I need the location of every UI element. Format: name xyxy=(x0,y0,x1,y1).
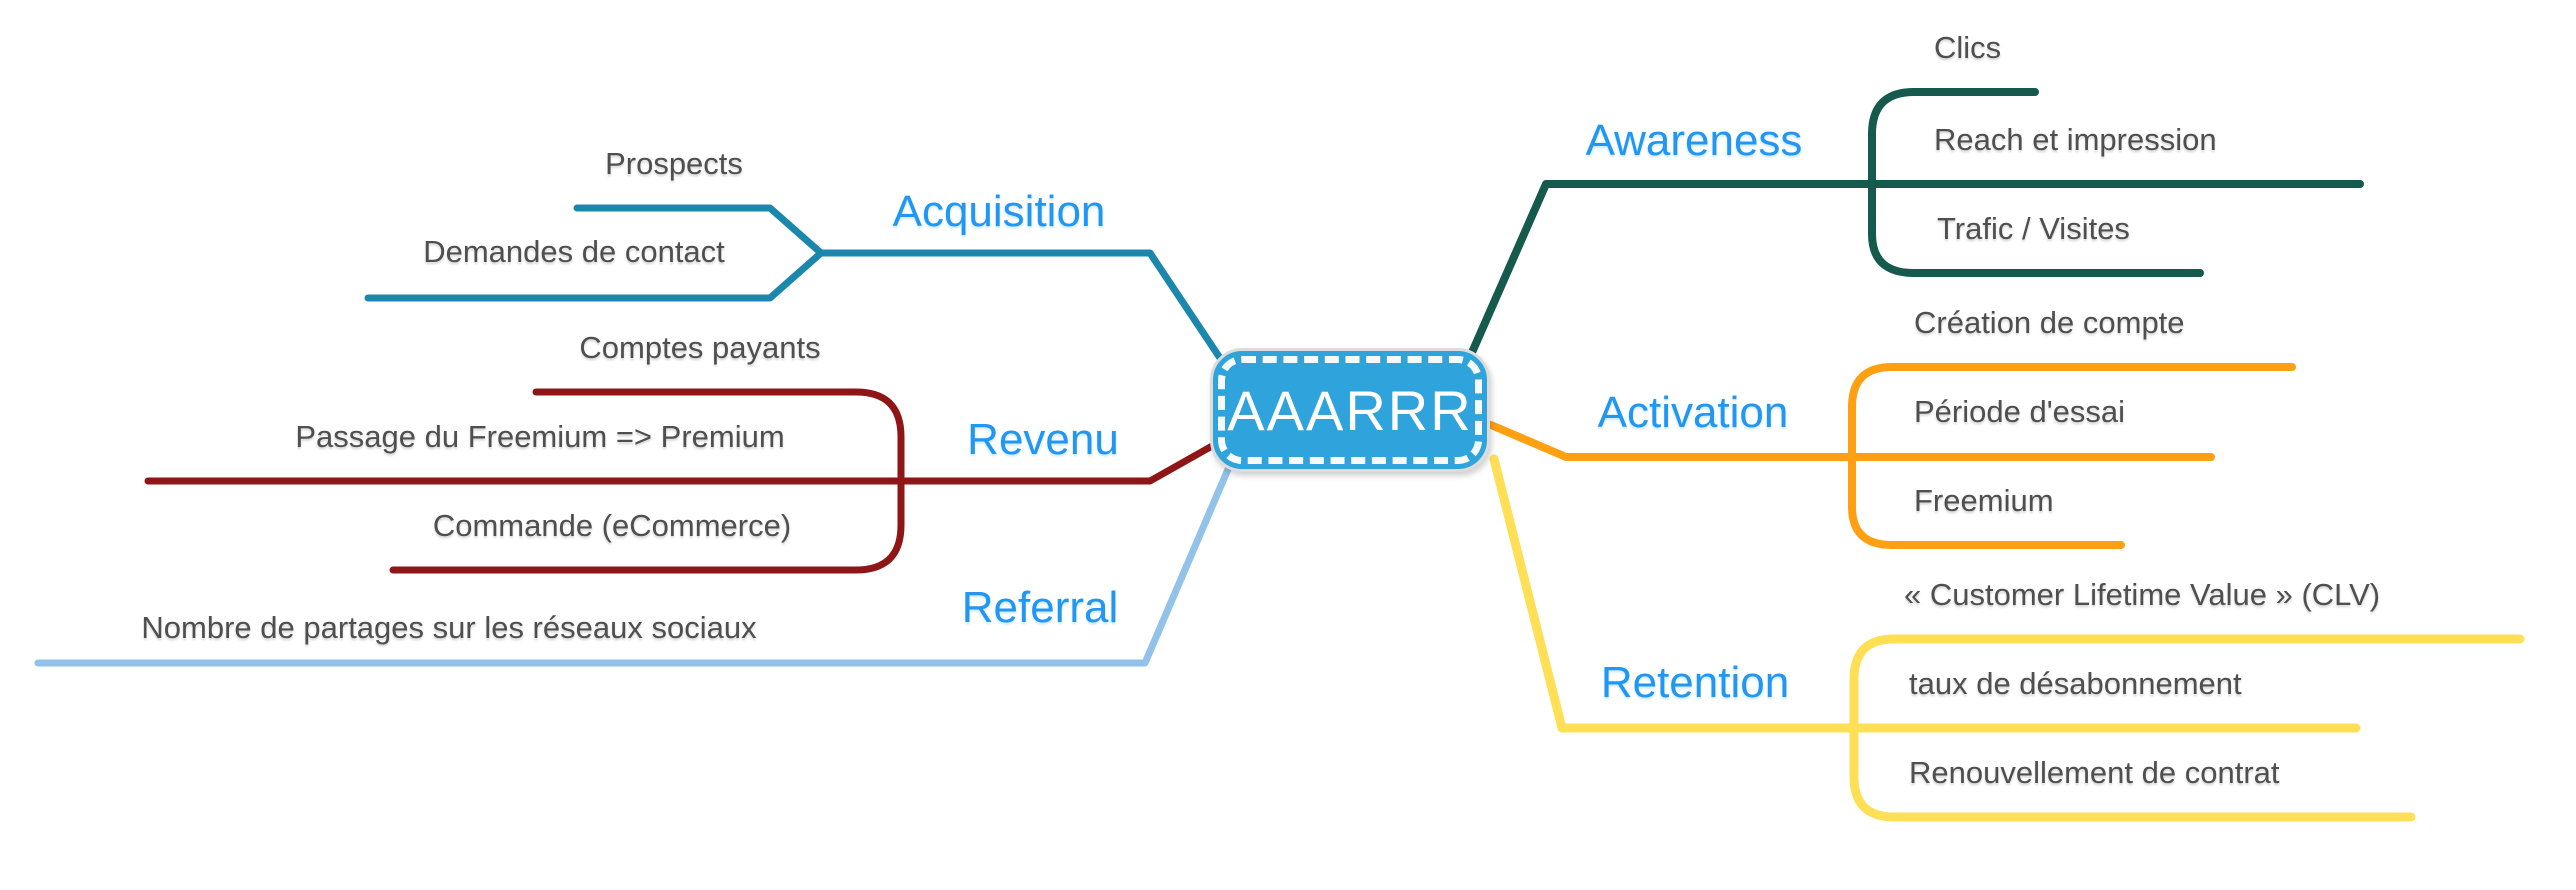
child-label-renouvellement-de-contrat[interactable]: Renouvellement de contrat xyxy=(1909,755,2280,790)
child-label-commande-ecommerce[interactable]: Commande (eCommerce) xyxy=(432,508,792,543)
child-label-creation-de-compte[interactable]: Création de compte xyxy=(1914,305,2185,340)
child-label-clics[interactable]: Clics xyxy=(1934,30,2002,65)
revenu-child-line-commande xyxy=(389,477,905,574)
child-label-reach-et-impression[interactable]: Reach et impression xyxy=(1934,122,2217,157)
retention-branch-line xyxy=(1489,454,2361,733)
retention-child-line-renouvellement xyxy=(1849,723,2416,822)
acquisition-child-line-demandes xyxy=(364,249,825,302)
retention-child-line-clv xyxy=(1849,634,2525,733)
activation-branch-line xyxy=(1487,421,2215,461)
child-label-taux-de-desabonnement[interactable]: taux de désabonnement xyxy=(1909,666,2242,701)
child-label-freemium[interactable]: Freemium xyxy=(1914,483,2054,518)
child-label-passage-freemium-premium[interactable]: Passage du Freemium => Premium xyxy=(295,419,785,454)
branch-label-acquisition[interactable]: Acquisition xyxy=(892,187,1106,236)
child-label-demandes-de-contact[interactable]: Demandes de contact xyxy=(423,234,725,269)
awareness-child-line-clics xyxy=(1868,88,2039,188)
awareness-child-line-trafic xyxy=(1868,180,2204,277)
child-label-prospects[interactable]: Prospects xyxy=(605,146,743,181)
branch-label-activation[interactable]: Activation xyxy=(1597,388,1789,437)
child-label-periode-dessai[interactable]: Période d'essai xyxy=(1914,394,2125,429)
child-label-comptes-payants[interactable]: Comptes payants xyxy=(579,330,821,365)
central-node-label: AAARRR xyxy=(1227,378,1473,442)
acquisition-child-line-prospects xyxy=(573,204,825,257)
branch-label-awareness[interactable]: Awareness xyxy=(1585,116,1803,165)
activation-child-line-freemium xyxy=(1848,453,2125,549)
branch-label-referral[interactable]: Referral xyxy=(961,583,1119,632)
branch-label-revenu[interactable]: Revenu xyxy=(967,415,1119,464)
branch-label-retention[interactable]: Retention xyxy=(1600,658,1790,707)
awareness-branch-line xyxy=(1466,180,2364,361)
central-node-aaarrr[interactable]: AAARRR xyxy=(1210,348,1490,472)
referral-branch-line xyxy=(34,456,1236,667)
acquisition-branch-line xyxy=(817,249,1258,413)
child-label-nombre-de-partages[interactable]: Nombre de partages sur les réseaux socia… xyxy=(141,610,757,645)
revenu-child-line-comptes xyxy=(532,388,905,485)
child-label-trafic-visites[interactable]: Trafic / Visites xyxy=(1937,211,2130,246)
child-label-customer-lifetime-value[interactable]: « Customer Lifetime Value » (CLV) xyxy=(1904,577,2381,612)
activation-child-line-creation xyxy=(1848,363,2296,461)
